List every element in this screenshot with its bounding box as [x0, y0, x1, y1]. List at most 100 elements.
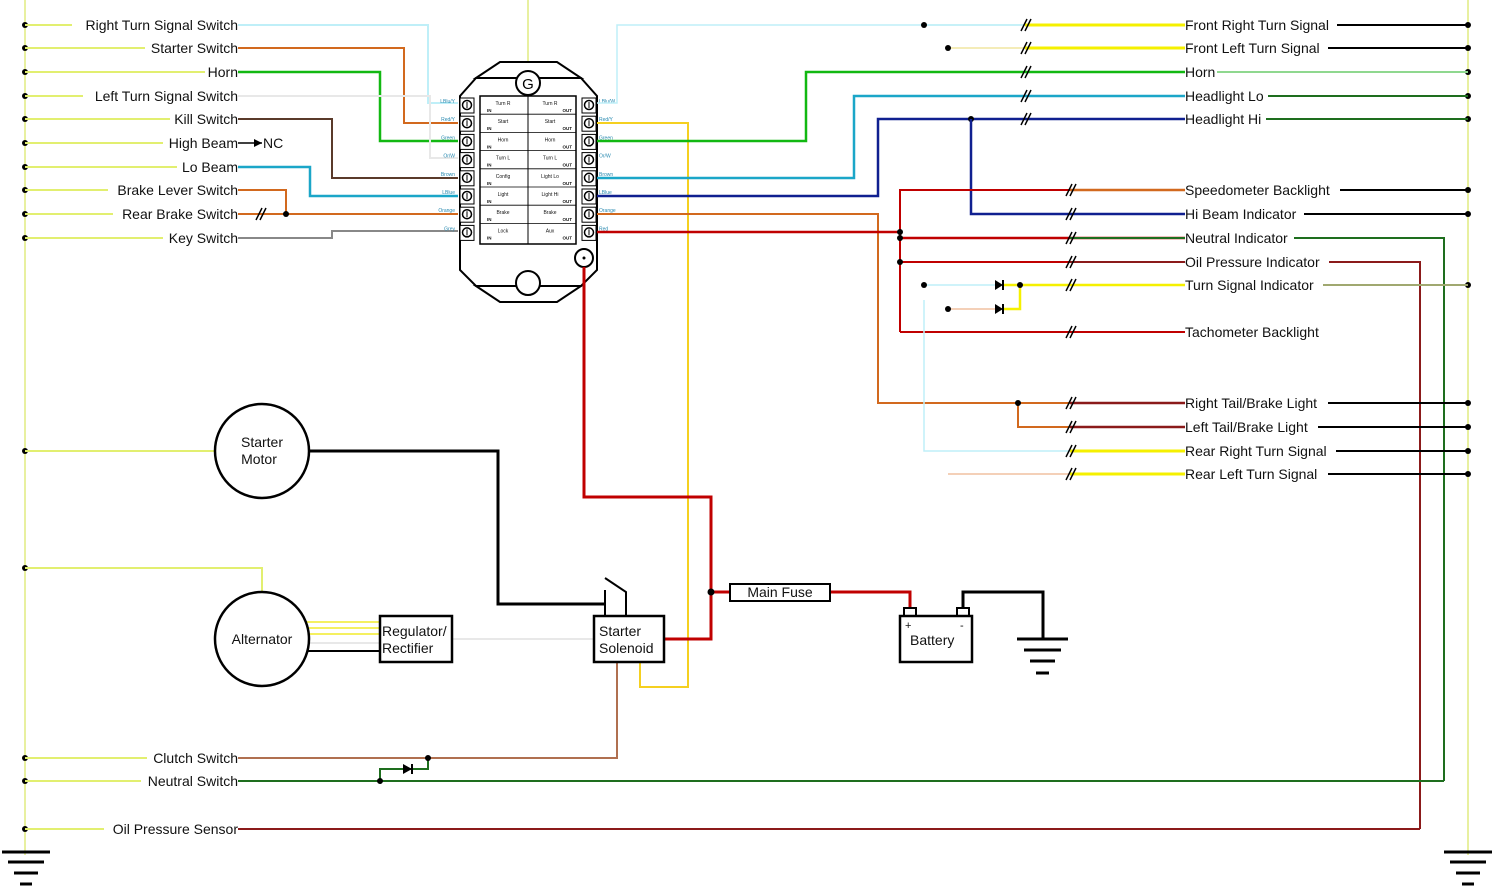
- controller-in-label: Config: [496, 174, 511, 180]
- controller-in-label: Turn L: [496, 156, 510, 162]
- rear-light-wires: [923, 300, 1185, 476]
- controller-logo-badge: [515, 70, 541, 96]
- label-right-tail-brake-light: Right Tail/Brake Light: [1185, 395, 1317, 411]
- ground-icon-left: [2, 850, 50, 886]
- controller-in-tag: IN: [487, 163, 492, 168]
- main-fuse-label: Main Fuse: [747, 584, 813, 600]
- controller-left-wire-label: Green: [441, 135, 455, 141]
- alternator: Alternator: [213, 590, 311, 688]
- left-rail-dots: [22, 22, 28, 832]
- starter-solenoid: Starter Solenoid: [592, 577, 666, 664]
- controller-out-label: Light Lo: [541, 174, 559, 180]
- label-lo-beam: Lo Beam: [182, 159, 238, 175]
- controller-in-label: Lock: [498, 228, 509, 234]
- left-switch-wires: [238, 24, 458, 239]
- label-oil-pressure-indicator: Oil Pressure Indicator: [1185, 254, 1320, 270]
- controller-out-tag: OUT: [563, 126, 573, 131]
- controller-out-tag: OUT: [563, 163, 573, 168]
- starter-motor: Starter Motor: [213, 402, 311, 500]
- label-brake-lever-switch: Brake Lever Switch: [117, 182, 238, 198]
- label-kill-switch: Kill Switch: [174, 111, 238, 127]
- starter-motor-label-2: Motor: [241, 451, 277, 467]
- controller-out-label: Turn L: [543, 156, 557, 162]
- controller-left-wire-label: LBlue: [442, 190, 455, 196]
- right-rail-wires: [1217, 24, 1468, 829]
- label-neutral-switch: Neutral Switch: [148, 773, 238, 789]
- label-turn-signal-indicator: Turn Signal Indicator: [1185, 277, 1314, 293]
- label-horn-switch: Horn: [208, 64, 238, 80]
- controller-in-label: Start: [498, 119, 509, 125]
- label-front-right-turn-signal: Front Right Turn Signal: [1185, 17, 1329, 33]
- controller-left-wire-label: Brown: [441, 172, 455, 178]
- controller-out-tag: OUT: [563, 144, 573, 149]
- controller-left-wire-label: Or/W: [443, 154, 455, 160]
- label-starter-switch: Starter Switch: [151, 40, 238, 56]
- label-right-turn-signal-switch: Right Turn Signal Switch: [85, 17, 238, 33]
- power-wires: [238, 267, 1444, 830]
- connector-marks: [1020, 18, 1077, 481]
- controller-out-tag: OUT: [563, 235, 573, 240]
- controller-in-tag: IN: [487, 235, 492, 240]
- controller-right-wire-label: Brown: [599, 172, 613, 178]
- controller-in-tag: IN: [487, 181, 492, 186]
- label-hi-beam-indicator: Hi Beam Indicator: [1185, 206, 1297, 222]
- controller-out-tag: OUT: [563, 217, 573, 222]
- controller-in-label: Brake: [496, 210, 509, 216]
- instrument-wires: [899, 188, 1185, 333]
- controller-right-wire-label: Green: [599, 135, 613, 141]
- controller-out-label: Start: [545, 119, 556, 125]
- controller-in-tag: IN: [487, 199, 492, 204]
- solenoid-label-1: Starter: [599, 623, 641, 639]
- controller-in-tag: IN: [487, 108, 492, 113]
- label-high-beam: High Beam: [169, 135, 238, 151]
- starter-motor-label-1: Starter: [241, 434, 283, 450]
- battery-plus: +: [905, 620, 911, 632]
- battery: + - Battery: [898, 607, 974, 664]
- controller-out-label: Brake: [543, 210, 556, 216]
- controller-in-tag: IN: [487, 126, 492, 131]
- controller-right-wire-label: Red: [599, 226, 608, 232]
- alternator-label: Alternator: [232, 631, 293, 647]
- label-rear-left-turn-signal: Rear Left Turn Signal: [1185, 466, 1317, 482]
- label-headlight-hi: Headlight Hi: [1185, 111, 1261, 127]
- controller-out-tag: OUT: [563, 181, 573, 186]
- label-rear-right-turn-signal: Rear Right Turn Signal: [1185, 443, 1327, 459]
- controller-in-tag: IN: [487, 144, 492, 149]
- label-headlight-lo: Headlight Lo: [1185, 88, 1264, 104]
- controller-left-wire-label: Orange: [438, 208, 455, 214]
- left-stub-wires: [25, 24, 263, 830]
- label-front-left-turn-signal: Front Left Turn Signal: [1185, 40, 1320, 56]
- turn-indicator-diodes: [995, 280, 1004, 314]
- label-horn-output: Horn: [1185, 64, 1215, 80]
- label-rear-brake-switch: Rear Brake Switch: [122, 206, 238, 222]
- controller-right-wire-label: Or/W: [599, 154, 611, 160]
- controller-out-label: Horn: [545, 137, 556, 143]
- controller-out-label: Light Hi: [542, 192, 559, 198]
- controller-out-label: Turn R: [542, 101, 557, 107]
- controller-in-tag: IN: [487, 217, 492, 222]
- label-clutch-switch: Clutch Switch: [153, 750, 238, 766]
- controller-right-wire-label: LBlue: [599, 190, 612, 196]
- label-tachometer-backlight: Tachometer Backlight: [1185, 324, 1319, 340]
- controller-logo: G: [522, 76, 534, 93]
- ground-icon-right: [1444, 850, 1492, 886]
- left-labels: Right Turn Signal Switch Starter Switch …: [85, 17, 283, 837]
- battery-label: Battery: [910, 632, 954, 648]
- controller-left-wire-label: LBlu/Y: [440, 99, 455, 105]
- solenoid-label-2: Solenoid: [599, 640, 654, 656]
- label-left-turn-signal-switch: Left Turn Signal Switch: [95, 88, 238, 104]
- controller-left-wire-label: Grey: [444, 226, 455, 232]
- controller-out-tag: OUT: [563, 199, 573, 204]
- alternator-wires: [306, 621, 380, 652]
- label-speedometer-backlight: Speedometer Backlight: [1185, 182, 1330, 198]
- battery-minus: -: [960, 620, 964, 632]
- neutral-diode: [403, 764, 413, 774]
- label-nc: NC: [263, 135, 283, 151]
- controller-in-label: Horn: [498, 137, 509, 143]
- regulator-label-1: Regulator/: [382, 623, 447, 639]
- controller-right-wire-label: LBlu/W: [599, 99, 615, 105]
- controller-in-label: Light: [498, 192, 509, 198]
- controller-output-wires: [597, 24, 1185, 688]
